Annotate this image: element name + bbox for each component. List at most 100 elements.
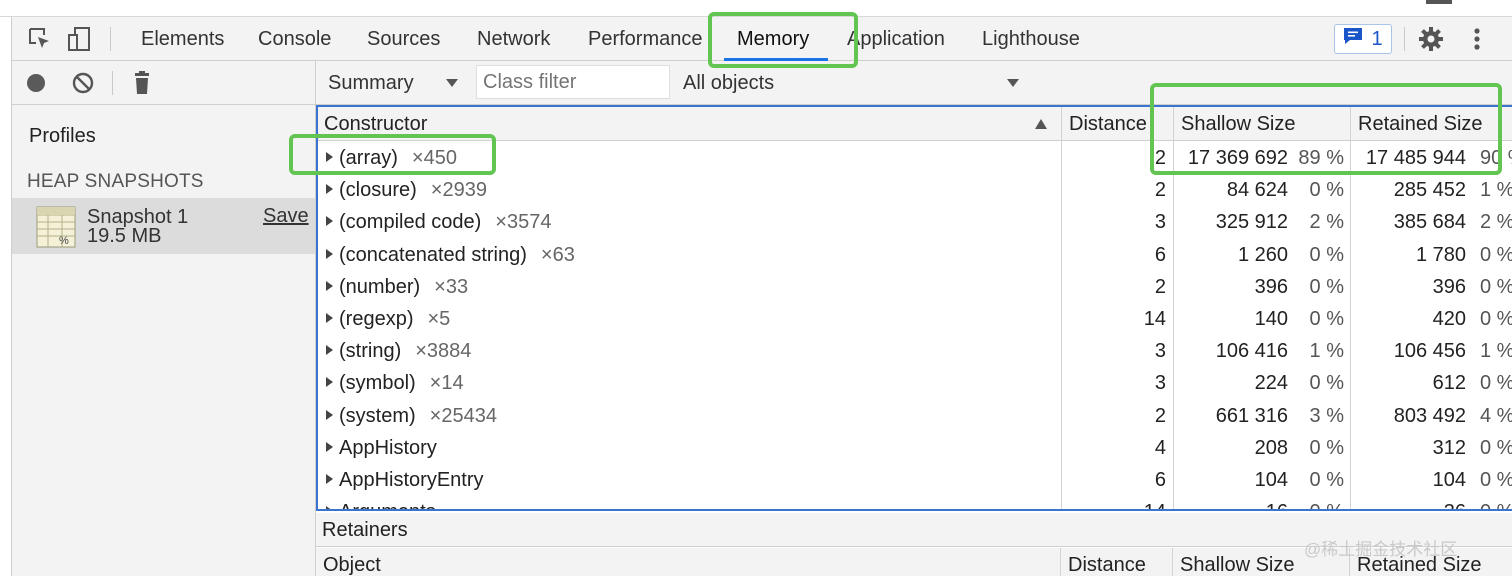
device-toolbar-icon[interactable]	[66, 25, 94, 53]
expand-triangle-icon[interactable]	[326, 345, 333, 356]
snapshot-list-item[interactable]: % Snapshot 1 19.5 MB Save	[12, 198, 315, 254]
header-shallow-size[interactable]: Shallow Size	[1181, 113, 1296, 135]
constructor-cell: (compiled code)×3574	[326, 206, 551, 238]
tab-application[interactable]: Application	[847, 28, 945, 50]
issues-badge-button[interactable]: 1	[1334, 24, 1392, 54]
shallow-size-cell: 140	[1254, 308, 1288, 330]
header-retained-size[interactable]: Retained Size	[1358, 113, 1483, 135]
shallow-size-cell: 224	[1254, 372, 1288, 395]
settings-gear-icon[interactable]	[1417, 25, 1445, 53]
column-divider	[1173, 107, 1174, 509]
distance-cell: 2	[1154, 179, 1166, 202]
objects-filter-select[interactable]: All objects	[683, 61, 774, 105]
header-distance[interactable]: Distance	[1068, 554, 1146, 576]
expand-triangle-icon[interactable]	[326, 248, 333, 259]
expand-triangle-icon[interactable]	[326, 441, 333, 452]
tab-performance[interactable]: Performance	[588, 28, 703, 50]
header-constructor[interactable]: Constructor	[324, 113, 428, 135]
constructor-cell: (string)×3884	[326, 335, 471, 367]
header-distance[interactable]: Distance	[1069, 113, 1147, 135]
tab-elements[interactable]: Elements	[141, 28, 225, 50]
clear-all-icon[interactable]	[69, 69, 97, 97]
expand-triangle-icon[interactable]	[326, 409, 333, 420]
distance-cell: 4	[1154, 436, 1166, 459]
constructor-name: AppHistoryEntry	[339, 469, 484, 491]
distance-cell: 3	[1154, 211, 1166, 234]
retained-size-cell: 396	[1432, 275, 1466, 298]
retained-size-cell: 385 684	[1393, 211, 1466, 234]
expand-triangle-icon[interactable]	[326, 152, 333, 162]
distance-cell: 6	[1154, 243, 1166, 266]
constructor-name: (string)	[339, 340, 402, 363]
column-divider	[1350, 107, 1351, 509]
tab-memory[interactable]: Memory	[737, 28, 810, 50]
tab-network[interactable]: Network	[477, 28, 551, 50]
retained-size-cell: 612	[1432, 372, 1466, 395]
tab-console[interactable]: Console	[258, 28, 332, 50]
trash-icon[interactable]	[128, 69, 156, 97]
retained-percent-cell: 4 %	[1480, 404, 1512, 427]
constructor-cell: (closure)×2939	[326, 174, 487, 206]
expand-triangle-icon[interactable]	[326, 506, 333, 509]
instance-count: ×33	[434, 275, 469, 298]
class-filter-input[interactable]	[476, 65, 670, 99]
tab-sources[interactable]: Sources	[367, 28, 441, 50]
shallow-size-cell: 104	[1254, 469, 1288, 491]
toolbar-separator	[1404, 27, 1405, 51]
constructor-cell: (number) ×33	[326, 271, 468, 303]
chevron-down-icon[interactable]	[438, 69, 466, 97]
constructor-name: (number)	[339, 275, 421, 298]
retainers-title: Retainers	[322, 519, 408, 541]
more-options-icon[interactable]	[1463, 25, 1491, 53]
distance-cell: 14	[1143, 308, 1166, 330]
distance-cell: 2	[1154, 275, 1166, 298]
expand-triangle-icon[interactable]	[326, 216, 333, 227]
toolbar-separator	[112, 71, 113, 95]
shallow-percent-cell: 0 %	[1309, 179, 1344, 202]
expand-triangle-icon[interactable]	[326, 377, 333, 388]
retained-size-cell: 36	[1358, 496, 1466, 509]
retained-size-cell: 285 452	[1393, 179, 1466, 202]
chevron-down-icon[interactable]	[999, 69, 1027, 97]
table-row[interactable]: Arguments14160 %360 %	[318, 496, 1512, 509]
header-shallow-size[interactable]: Shallow Size	[1180, 554, 1295, 576]
tab-lighthouse[interactable]: Lighthouse	[982, 28, 1080, 50]
view-mode-select[interactable]: Summary	[328, 61, 414, 105]
window-mark	[1426, 0, 1452, 4]
save-snapshot-link[interactable]: Save	[263, 205, 309, 227]
header-object[interactable]: Object	[323, 554, 381, 576]
shallow-size-cell: 106 416	[1215, 340, 1288, 363]
constructor-name: (compiled code)	[339, 211, 482, 234]
constructor-name: Arguments	[339, 501, 436, 509]
constructor-cell: AppHistoryEntry	[326, 464, 498, 496]
instance-count: ×14	[429, 372, 464, 395]
record-icon[interactable]	[22, 69, 50, 97]
shallow-percent-cell: 0 %	[1309, 275, 1344, 298]
expand-triangle-icon[interactable]	[326, 474, 333, 484]
expand-triangle-icon[interactable]	[326, 184, 333, 195]
expand-triangle-icon[interactable]	[326, 280, 333, 291]
snapshot-name: Snapshot 1	[87, 206, 189, 228]
constructor-name: (system)	[339, 404, 416, 427]
shallow-size-cell: 661 316	[1215, 404, 1288, 427]
header-retained-size[interactable]: Retained Size	[1357, 554, 1482, 576]
left-edge	[0, 17, 12, 576]
retained-size-cell: 420	[1432, 308, 1466, 330]
inspect-element-icon[interactable]	[26, 25, 54, 53]
devtools-tab-bar: Elements Console Sources Network Perform…	[12, 17, 1512, 61]
shallow-percent-cell: 2 %	[1309, 211, 1344, 234]
expand-triangle-icon[interactable]	[326, 313, 333, 323]
issues-count: 1	[1371, 27, 1383, 50]
retained-percent-cell: 2 %	[1480, 211, 1512, 234]
